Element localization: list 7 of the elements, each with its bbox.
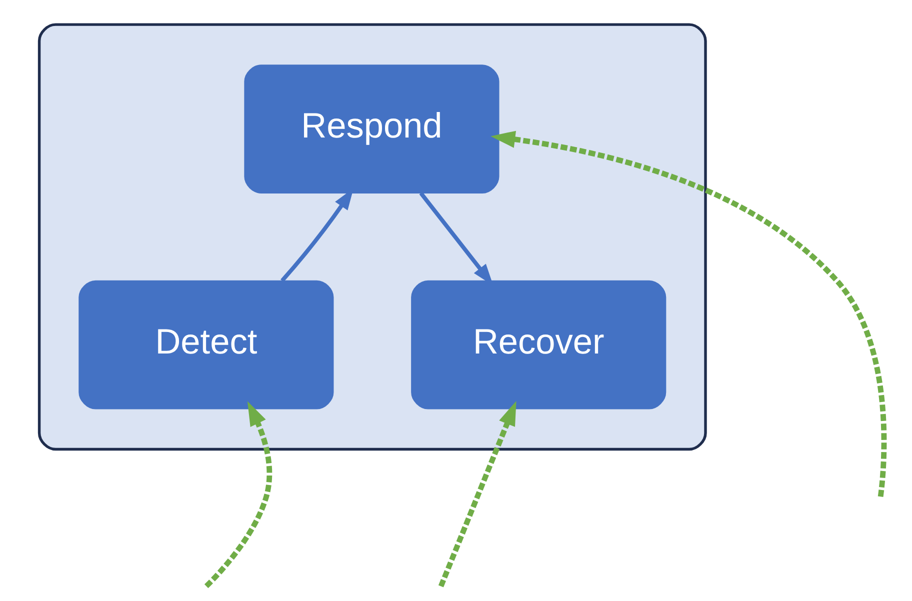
node-box: Respond [244, 64, 499, 194]
arrow [204, 401, 272, 588]
cluster [37, 23, 706, 451]
node-box: Detect [78, 280, 334, 410]
arrow [490, 130, 886, 497]
node-box: Recover [410, 280, 666, 410]
arrow [438, 401, 516, 588]
